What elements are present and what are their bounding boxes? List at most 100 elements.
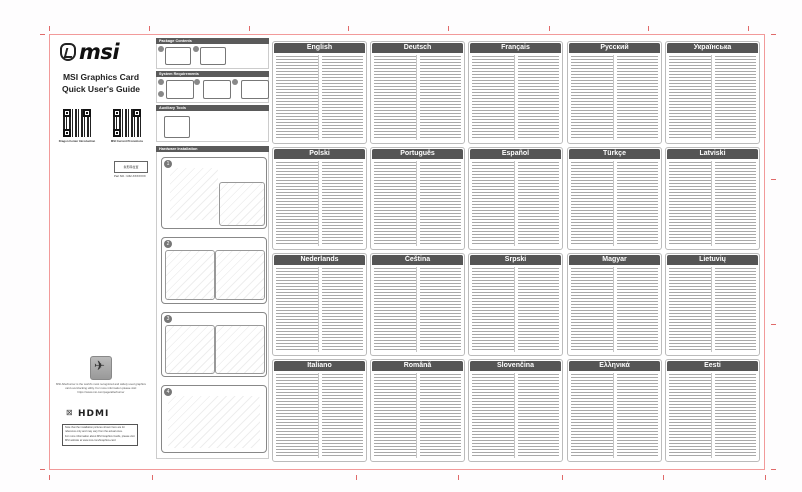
crop-tick [771,179,776,180]
language-panel-lietuviu: Lietuvių [665,253,760,356]
step-number: 4 [164,388,172,396]
weee-bin-icon: ⊠ [66,408,73,417]
afterburner-text: MSI Afterburner is the world's most reco… [56,382,146,394]
title-line-2: Quick User's Guide [61,84,141,94]
language-title: Español [470,149,561,159]
graphics-card-icon [165,47,191,65]
language-title: Nederlands [274,255,365,265]
language-title: English [274,43,365,53]
msi-logo: msi [60,40,120,64]
barcode-label: 条形码位置 [114,161,148,173]
language-panel-srpski: Srpski [468,253,563,356]
crop-tick [771,324,776,325]
crop-tick [249,26,250,31]
qr-label: MSI Current Promotions [110,139,144,143]
package-contents [156,44,269,69]
language-panel-deutsch: Deutsch [370,41,465,144]
install-step-4: 4 [161,385,267,453]
crop-tick [448,26,449,31]
section-heading: Hardware Installation [156,146,269,152]
language-title: Русский [569,43,660,53]
afterburner-icon [90,356,112,380]
crop-tick [748,26,749,31]
language-title: Srpski [470,255,561,265]
crop-tick [549,26,550,31]
crop-tick [458,475,459,480]
language-panel-polski: Polski [272,147,367,250]
crop-tick [562,475,563,480]
language-title: Magyar [569,255,660,265]
screw-illustration [165,325,215,374]
section-heading: Package Contents [156,38,269,44]
language-title: Français [470,43,561,53]
documentation-icon [200,47,226,65]
crop-tick [663,475,664,480]
crop-tick [49,475,50,480]
language-panel-italiano: Italiano [272,359,367,462]
auxiliary-tools [156,111,269,142]
crop-tick [49,26,50,31]
language-title: Українська [667,43,758,53]
crop-tick [771,469,776,470]
language-title: Italiano [274,361,365,371]
language-panel-espanol: Español [468,147,563,250]
qr-code-icon[interactable] [63,109,91,137]
windows-os-icon [241,80,269,99]
crop-tick [40,34,45,35]
cover-panel: msi MSI Graphics Card Quick User's Guide… [50,35,152,469]
system-requirements [156,77,269,103]
language-title: Čeština [372,255,463,265]
hardware-installation: 1 2 3 4 [156,152,269,459]
language-panel-latviski: Latviski [665,147,760,250]
language-title: Türkçe [569,149,660,159]
language-panel-portugues: Português [370,147,465,250]
hdmi-logo: HDMI [78,409,110,419]
language-panel-slovencina: Slovenčina [468,359,563,462]
step-number: 1 [164,160,172,168]
language-panel-greek: Ελληνικά [567,359,662,462]
slot-cover-illustration [219,182,265,226]
insert-card-illustration [165,250,215,300]
install-step-2: 2 [161,237,267,304]
section-heading: System Requirements [156,71,269,77]
crop-tick [356,475,357,480]
crop-tick [648,26,649,31]
language-title: Lietuvių [667,255,758,265]
crop-tick [765,475,766,480]
crop-tick [348,26,349,31]
power-connector-illustration [215,250,265,300]
msi-dragon-icon [60,43,76,61]
language-panel-english: English [272,41,367,144]
note-item: For more information about MSI Graphics … [65,435,135,442]
setup-column: Package Contents System Requirements Aux… [156,38,269,459]
notes-box: Note that the installation pictures show… [62,424,138,446]
step-number: 2 [164,240,172,248]
language-panel-romana: Română [370,359,465,462]
language-title: Deutsch [372,43,463,53]
language-title: Ελληνικά [569,361,660,371]
pc-case-illustration [170,168,218,220]
part-number: Part NO.: G52-XXXXXXX [114,174,146,178]
language-panel-francais: Français [468,41,563,144]
language-title: Português [372,149,463,159]
crop-tick [771,34,776,35]
language-panel-eesti: Eesti [665,359,760,462]
step-number: 3 [164,315,172,323]
language-panel-cestina: Čeština [370,253,465,356]
language-title: Slovenčina [470,361,561,371]
qr-code-icon[interactable] [113,109,141,137]
install-step-3: 3 [161,312,267,377]
brand-wordmark: msi [79,40,120,64]
screwdriver-icon [164,116,190,138]
language-panel-turkce: Türkçe [567,147,662,250]
monitor-icon [203,80,231,99]
crop-tick [152,475,153,480]
qr-label: Dragon Center Introduction [58,139,96,143]
section-heading: Auxiliary Tools [156,105,269,111]
language-panel-magyar: Magyar [567,253,662,356]
title-line-1: MSI Graphics Card [62,72,140,82]
language-title: Eesti [667,361,758,371]
crop-tick [149,26,150,31]
guide-title: MSI Graphics Card Quick User's Guide [50,71,152,95]
language-panel-nederlands: Nederlands [272,253,367,356]
